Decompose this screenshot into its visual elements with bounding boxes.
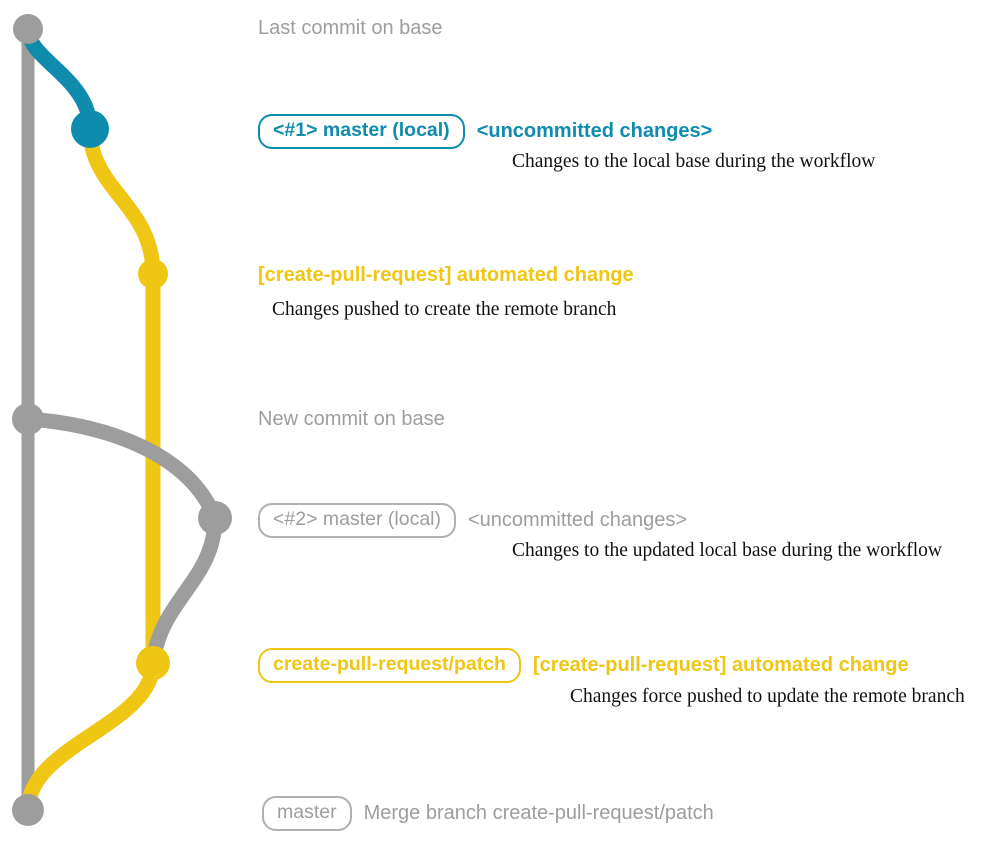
ref-badge-master-local-1[interactable]: <#1> master (local) <box>258 114 465 149</box>
commit-description-local-1: Changes to the local base during the wor… <box>512 151 876 172</box>
commit-subject: New commit on base <box>258 408 445 430</box>
commit-subject: [create-pull-request] automated change <box>258 264 634 286</box>
commit-description-automated-create: Changes pushed to create the remote bran… <box>272 299 617 320</box>
commit-row-merge-commit: master Merge branch create-pull-request/… <box>262 796 714 831</box>
commit-row-local-uncommitted-2: <#2> master (local) <uncommitted changes… <box>258 503 687 538</box>
commit-subject: [create-pull-request] automated change <box>532 654 909 677</box>
commit-subject: <uncommitted changes> <box>468 509 688 532</box>
ref-badge-create-pull-request-patch[interactable]: create-pull-request/patch <box>258 648 521 683</box>
edge-base-to-local-2 <box>20 411 223 526</box>
commit-row-automated-change-create: [create-pull-request] automated change <box>258 265 634 285</box>
commit-row-new-commit-on-base: New commit on base <box>258 409 445 429</box>
commit-node-automated-change-update[interactable] <box>136 646 170 680</box>
edge-local-2-to-patch-update <box>145 510 223 671</box>
commit-node-last-commit-on-base[interactable] <box>13 14 43 44</box>
edge-patch-update-to-merge <box>20 655 161 818</box>
ref-badge-master[interactable]: master <box>262 796 352 831</box>
commit-node-local-uncommitted-1[interactable] <box>71 110 109 148</box>
commit-description-automated-update: Changes force pushed to update the remot… <box>570 686 965 707</box>
commit-row-automated-change-update: create-pull-request/patch [create-pull-r… <box>258 648 909 683</box>
commit-row-last-commit-on-base: Last commit on base <box>258 18 443 38</box>
edge-local-1-to-patch-create <box>82 121 161 282</box>
commit-description-local-2: Changes to the updated local base during… <box>512 540 942 561</box>
commit-node-new-commit-on-base[interactable] <box>12 403 44 435</box>
commit-node-merge-commit[interactable] <box>12 794 44 826</box>
commit-row-local-uncommitted-1: <#1> master (local) <uncommitted changes… <box>258 114 712 149</box>
commit-node-automated-change-create[interactable] <box>138 259 168 289</box>
commit-subject: <uncommitted changes> <box>476 120 713 143</box>
commit-subject: Last commit on base <box>258 17 443 39</box>
ref-badge-master-local-2[interactable]: <#2> master (local) <box>258 503 456 538</box>
commit-subject: Merge branch create-pull-request/patch <box>363 802 714 825</box>
commit-node-local-uncommitted-2[interactable] <box>198 501 232 535</box>
